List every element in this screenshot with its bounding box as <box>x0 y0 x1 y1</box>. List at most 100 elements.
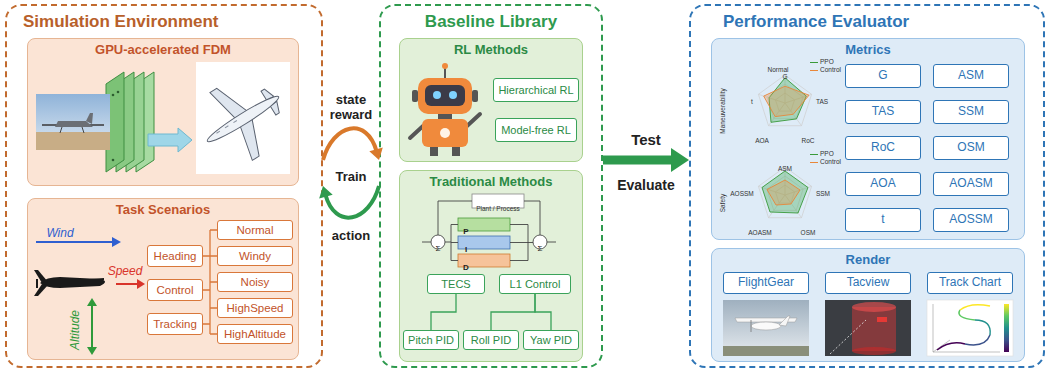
metric-box: TAS <box>845 100 921 124</box>
gpu-layers-part <box>112 94 115 97</box>
aircraft-diagram-part <box>196 62 290 174</box>
arrowhead <box>319 186 332 198</box>
controller-box: Pitch PID <box>403 330 459 350</box>
flightgear-view-part <box>735 318 797 322</box>
uav-photo-part <box>36 132 110 150</box>
uav-silhouette-part <box>46 278 104 286</box>
chart-axis-title: Maneuverability <box>719 88 726 134</box>
block-label: P <box>463 227 468 236</box>
robot-icon-part <box>418 78 472 114</box>
block-label: I <box>465 245 467 254</box>
radar-chart-part-part <box>758 75 811 126</box>
task-box: Tracking <box>147 313 203 335</box>
box-label: Tracking <box>153 318 197 331</box>
pid-diagram-part <box>472 194 524 208</box>
track-chart-view-part <box>927 300 1013 356</box>
gpu-layers-part <box>116 72 134 172</box>
metric-box: AOA <box>845 172 921 196</box>
aircraft-diagram-part-part <box>233 118 271 160</box>
box-label: HighAltitude <box>224 328 286 341</box>
box-label: Noisy <box>241 276 270 289</box>
box-label: Control <box>156 284 193 297</box>
uav-photo-part <box>36 94 110 150</box>
module-box: Task ScenariosHeadingControlTrackingNorm… <box>27 198 299 360</box>
box-label: Windy <box>239 250 271 263</box>
box-label: FlightGear <box>738 276 794 289</box>
box-label: TECS <box>441 278 470 290</box>
flightgear-view-part <box>779 316 790 326</box>
robot-icon-part <box>422 119 468 147</box>
metric-box: OSM <box>933 136 1009 160</box>
radar-chart-part-part <box>758 167 811 218</box>
box-label: HighSpeed <box>227 302 284 315</box>
legend-line-sample <box>810 62 818 63</box>
wind-arrow-part <box>36 241 112 243</box>
aircraft-diagram-part <box>186 63 300 175</box>
connector-line <box>325 186 379 218</box>
pid-diagram-part <box>431 235 445 249</box>
gpu-layers-part <box>106 72 124 172</box>
method-box: Model-free RL <box>495 118 577 142</box>
uav-photo-part <box>86 113 93 124</box>
connector-line <box>603 156 673 165</box>
legend-entry: PPO <box>810 150 834 158</box>
speed-arrow <box>116 279 145 289</box>
scenario-box: HighAltitude <box>217 324 293 344</box>
aircraft-diagram-part-part <box>216 120 236 133</box>
scenario-box: Windy <box>217 246 293 266</box>
metric-box: ASM <box>933 64 1009 88</box>
legend-text: PPO <box>820 150 834 158</box>
aircraft-diagram-part-part <box>204 92 281 146</box>
controller-box: Roll PID <box>463 330 519 350</box>
chart-axis-label: t <box>751 98 753 105</box>
box-label: L1 Control <box>510 278 561 290</box>
flightgear-view-part <box>751 322 781 330</box>
gpu-layers-part <box>126 72 144 172</box>
box-label: Pitch PID <box>408 334 454 346</box>
module-box: GPU-accelerated FDM <box>27 38 299 186</box>
radar-chart-part-part <box>776 93 795 111</box>
legend-text: PPO <box>820 58 834 66</box>
connector-line <box>431 294 456 330</box>
track-chart-view-part <box>1004 304 1009 352</box>
track-chart-view-part <box>959 310 975 320</box>
heading: GPU-accelerated FDM <box>28 42 298 58</box>
robot-icon-part <box>410 114 480 138</box>
chart-axis-label: G <box>782 73 787 80</box>
chart-axis-label: OSM <box>801 229 816 236</box>
box-label: Tacview <box>847 276 890 289</box>
metric-box: G <box>845 64 921 88</box>
heading: Simulation Environment <box>7 12 321 32</box>
tacview-view <box>825 300 911 356</box>
aircraft-diagram-part-part <box>261 87 274 101</box>
render-box: Tacview <box>825 272 911 294</box>
edge-label: action <box>332 229 370 244</box>
arrowhead <box>671 148 689 172</box>
uav-photo-part <box>60 127 84 133</box>
pid-diagram-part <box>533 235 547 249</box>
heading: Task Scenarios <box>28 202 298 218</box>
legend-entry: Control <box>810 158 841 166</box>
robot-icon-part <box>442 63 448 69</box>
method-box: L1 Control <box>499 274 571 294</box>
robot-icon-part <box>433 91 441 99</box>
axis-label: Altitude <box>69 310 83 350</box>
flightgear-view-part <box>723 300 809 356</box>
robot-icon-part <box>430 147 438 156</box>
legend-line-sample <box>810 162 818 163</box>
scenario-bracket-part <box>203 230 217 334</box>
metric-box: RoC <box>845 136 921 160</box>
box-label: AOASM <box>949 177 992 190</box>
pid-diagram-part <box>458 254 510 267</box>
box-label: ASM <box>958 69 984 82</box>
block-label: D <box>463 263 469 272</box>
pid-diagram <box>422 194 556 267</box>
connector <box>535 294 551 330</box>
axis-label: Speed <box>108 265 143 279</box>
chart-axis-label: AOASM <box>748 229 771 236</box>
robot-icon-part <box>440 128 450 138</box>
box-label: Normal <box>236 224 273 237</box>
flow-label: Train <box>335 170 366 185</box>
speed-arrow-part <box>137 279 145 289</box>
robot-icon-part <box>425 85 465 106</box>
